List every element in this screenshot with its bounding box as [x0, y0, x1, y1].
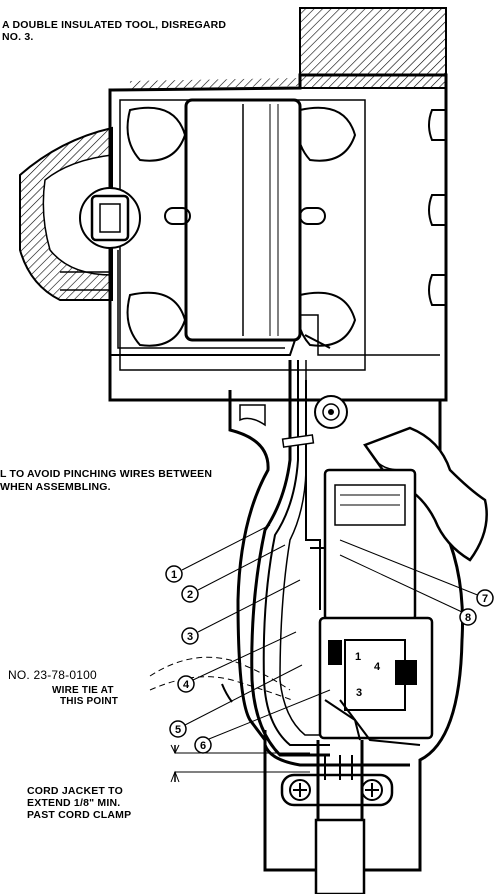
- svg-text:5: 5: [175, 724, 181, 736]
- cord-clamp: [280, 773, 394, 807]
- trigger-switch: [323, 426, 488, 622]
- svg-text:8: 8: [465, 612, 471, 624]
- note-double-insulated-line1: A DOUBLE INSULATED TOOL, DISREGARD: [2, 19, 227, 31]
- svg-text:6: 6: [200, 740, 206, 752]
- svg-text:3: 3: [187, 631, 193, 643]
- wire-tie-part-number: NO. 23-78-0100: [8, 668, 97, 682]
- svg-text:2: 2: [187, 589, 193, 601]
- wire-tie-note-line2: THIS POINT: [60, 696, 119, 707]
- note-avoid-pinching-line2: WHEN ASSEMBLING.: [0, 481, 111, 493]
- wire-tie-pointer: [149, 656, 291, 691]
- callout-3: 3: [181, 627, 199, 645]
- note-avoid-pinching-line1: L TO AVOID PINCHING WIRES BETWEEN: [0, 468, 213, 480]
- callout-7: 7: [476, 589, 494, 607]
- callout-4: 4: [177, 675, 195, 693]
- callout-1: 1: [165, 565, 183, 583]
- terminal-label-1: 1: [355, 651, 361, 663]
- callout-2: 2: [181, 585, 199, 603]
- note-double-insulated-line2: NO. 3.: [2, 31, 34, 43]
- cord-jacket-note-line2: EXTEND 1/8" MIN.: [27, 797, 121, 809]
- callout-5: 5: [169, 720, 187, 738]
- svg-text:7: 7: [482, 593, 488, 605]
- terminal-label-3: 3: [356, 687, 362, 699]
- brush-holder: [79, 187, 141, 249]
- wire-tie-note-line1: WIRE TIE AT: [52, 685, 114, 696]
- terminal-label-4: 4: [374, 661, 381, 673]
- callout-6: 6: [194, 736, 212, 754]
- terminal-block: 1 4 3: [318, 616, 434, 746]
- svg-text:1: 1: [171, 569, 177, 581]
- cord-jacket-note-line1: CORD JACKET TO: [27, 785, 123, 797]
- cord-jacket-note-line3: PAST CORD CLAMP: [27, 809, 132, 821]
- svg-text:4: 4: [183, 679, 190, 691]
- callout-8: 8: [459, 608, 477, 626]
- power-cord: [314, 740, 366, 894]
